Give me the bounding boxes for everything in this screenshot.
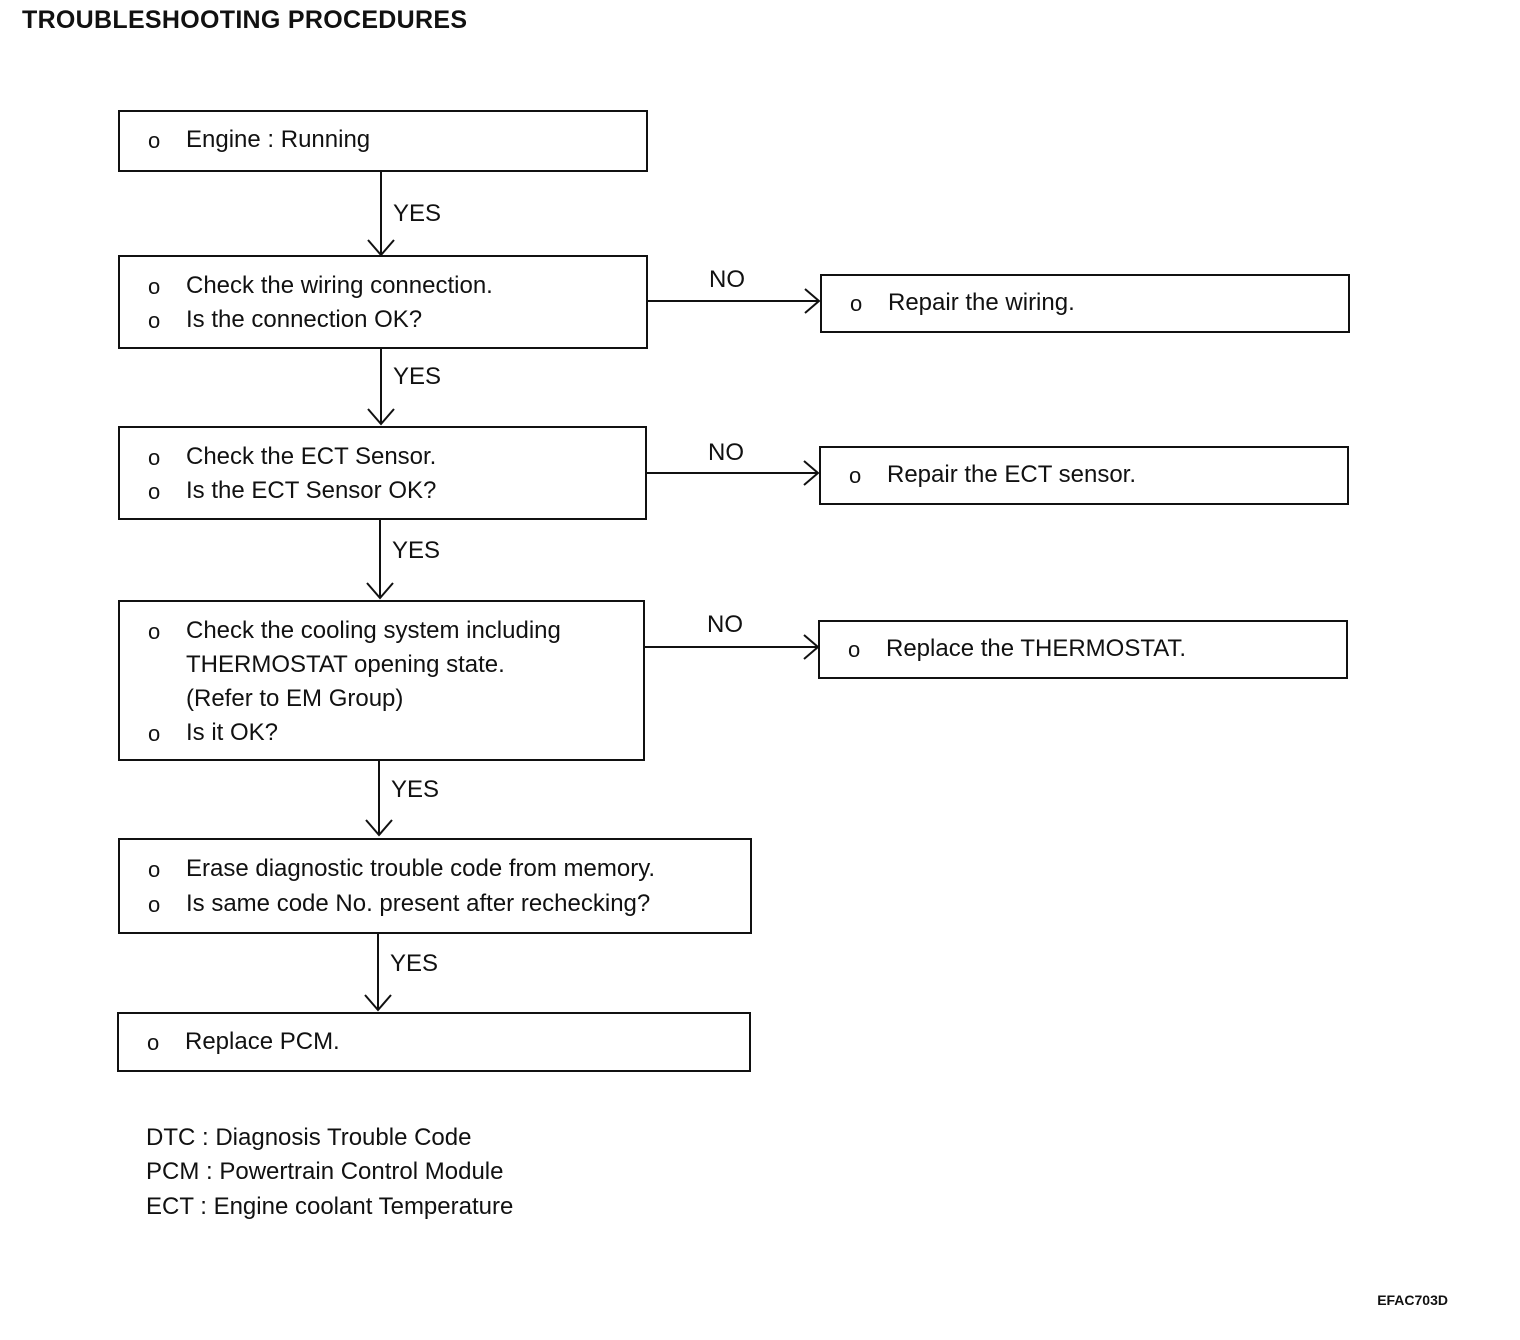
step-text: Check the cooling system including [186,617,561,644]
bullet-marker: o [148,892,161,917]
no-label: NO [707,611,743,638]
action-replace-thermostat: o Replace the THERMOSTAT. [818,620,1348,679]
bullet-marker: o [148,445,161,470]
step-text: Erase diagnostic trouble code from memor… [186,855,656,882]
step-text: Is same code No. present after recheckin… [186,890,651,917]
yes-arrowhead-3 [366,582,394,600]
action-text: Repair the ECT sensor. [887,461,1137,488]
action-repair-ect-sensor: o Repair the ECT sensor. [819,446,1349,505]
bullet-marker: o [148,619,161,644]
bullet-marker: o [148,479,161,504]
page-title: TROUBLESHOOTING PROCEDURES [22,6,468,34]
action-text: Repair the wiring. [888,289,1075,316]
step-text: (Refer to EM Group) [186,685,404,712]
action-repair-wiring: o Repair the wiring. [820,274,1350,333]
step-text: Is it OK? [186,719,279,746]
step-replace-pcm: o Replace PCM. [117,1012,751,1072]
yes-arrowhead-5 [364,994,392,1012]
no-arrowhead-2 [803,460,820,486]
step-text: Is the ECT Sensor OK? [186,477,437,504]
bullet-marker: o [848,637,861,662]
yes-arrowhead-4 [365,819,393,837]
legend-entry: DTC : Diagnosis Trouble Code [146,1124,472,1151]
step-check-wiring: o Check the wiring connection. o Is the … [118,255,648,349]
yes-label: YES [391,776,440,803]
step-text: Is the connection OK? [186,306,423,333]
bullet-marker: o [850,291,863,316]
step-check-cooling-system: o Check the cooling system including THE… [118,600,645,761]
bullet-marker: o [148,857,161,882]
yes-label: YES [392,537,441,564]
yes-label: YES [393,200,442,227]
yes-label: YES [393,363,442,390]
bullet-marker: o [148,274,161,299]
no-label: NO [708,439,744,466]
step-check-ect-sensor: o Check the ECT Sensor. o Is the ECT Sen… [118,426,647,520]
bullet-marker: o [148,128,161,153]
yes-label: YES [390,950,439,977]
legend-entry: PCM : Powertrain Control Module [146,1158,504,1185]
step-text: Engine : Running [186,126,371,153]
action-text: Replace the THERMOSTAT. [886,635,1187,662]
step-text: Check the ECT Sensor. [186,443,437,470]
legend-entry: ECT : Engine coolant Temperature [146,1193,514,1220]
step-text: THERMOSTAT opening state. [186,651,505,678]
step-engine-running: o Engine : Running [118,110,648,172]
figure-code: EFAC703D [1377,1292,1448,1308]
yes-arrowhead-2 [367,408,395,426]
bullet-marker: o [849,463,862,488]
step-text: Check the wiring connection. [186,272,493,299]
no-label: NO [709,266,745,293]
bullet-marker: o [148,721,161,746]
bullet-marker: o [148,308,161,333]
no-arrowhead-1 [804,288,821,314]
step-text: Replace PCM. [185,1028,340,1055]
step-erase-dtc: o Erase diagnostic trouble code from mem… [118,838,752,934]
bullet-marker: o [147,1030,160,1055]
